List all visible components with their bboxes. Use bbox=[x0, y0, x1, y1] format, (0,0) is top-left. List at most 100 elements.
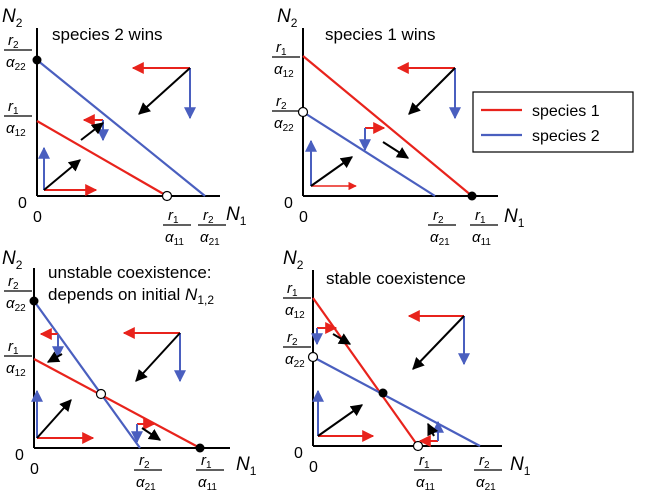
n1-axis-label: N1 bbox=[504, 206, 525, 230]
origin-y-label: 0 bbox=[294, 445, 303, 462]
panel-title: species 2 wins bbox=[52, 25, 163, 44]
n1-axis-label: N1 bbox=[236, 454, 257, 478]
species-2-isocline bbox=[36, 59, 206, 197]
vector-between-isoclines bbox=[80, 114, 109, 142]
intercept-r1-over-a11: r1 α11 bbox=[414, 452, 442, 492]
svg-text:r2: r2 bbox=[276, 93, 287, 112]
species-1-isocline bbox=[312, 297, 419, 447]
intercept-r1-over-a12: r1 α12 bbox=[4, 98, 32, 139]
intercept-r1-over-a12: r1 α12 bbox=[283, 280, 311, 321]
svg-text:α11: α11 bbox=[472, 229, 491, 248]
origin-x-label: 0 bbox=[30, 461, 39, 478]
svg-text:r2: r2 bbox=[139, 452, 150, 471]
stable-coexistence-point bbox=[378, 388, 388, 398]
n1-axis-label: N1 bbox=[510, 454, 531, 478]
origin-y-label: 0 bbox=[18, 195, 27, 212]
unstable-equilibrium-point bbox=[297, 106, 309, 118]
stable-equilibrium-point bbox=[467, 191, 477, 201]
intercept-r2-over-a22: r2 α22 bbox=[4, 273, 32, 314]
intercept-r1-over-a12: r1 α12 bbox=[272, 39, 300, 80]
panel-stable-coexistence: N2 N1 0 0 stable coexistence r1 α12 r2 α… bbox=[283, 248, 531, 492]
vector-upper-right bbox=[122, 327, 186, 383]
origin-y-label: 0 bbox=[284, 195, 293, 212]
svg-text:α12: α12 bbox=[285, 302, 305, 321]
stable-equilibrium-point-n2 bbox=[29, 296, 39, 306]
svg-text:α12: α12 bbox=[6, 360, 26, 379]
intercept-r1-over-a12: r1 α12 bbox=[4, 338, 32, 379]
vector-near-origin bbox=[31, 389, 95, 444]
vector-upper-between bbox=[311, 322, 352, 346]
vector-upper-right bbox=[407, 310, 470, 370]
svg-text:α21: α21 bbox=[200, 229, 220, 248]
panel-title: species 1 wins bbox=[325, 25, 436, 44]
species-1-isocline bbox=[36, 120, 168, 197]
vector-upper-between bbox=[39, 328, 64, 363]
svg-text:α22: α22 bbox=[6, 54, 26, 73]
svg-text:α21: α21 bbox=[136, 474, 156, 492]
svg-text:r2: r2 bbox=[8, 273, 19, 292]
intercept-r2-over-a21: r2 α21 bbox=[134, 452, 162, 492]
svg-text:α11: α11 bbox=[198, 474, 217, 492]
svg-text:α11: α11 bbox=[165, 229, 184, 248]
svg-text:α11: α11 bbox=[416, 474, 435, 492]
n2-axis-label: N2 bbox=[277, 6, 298, 30]
svg-text:r1: r1 bbox=[8, 98, 19, 117]
intercept-r2-over-a22: r2 α22 bbox=[283, 329, 311, 370]
species-2-isocline bbox=[33, 300, 141, 449]
unstable-equilibrium-point-n1 bbox=[412, 440, 424, 452]
origin-x-label: 0 bbox=[309, 459, 318, 476]
svg-text:r1: r1 bbox=[475, 207, 486, 226]
unstable-coexistence-point bbox=[95, 388, 107, 400]
svg-text:r1: r1 bbox=[168, 207, 179, 226]
legend-label-species-1: species 1 bbox=[532, 103, 600, 120]
panel-unstable-coexistence: N2 N1 0 0 unstable coexistence: depends … bbox=[2, 248, 257, 492]
vector-lower-between bbox=[131, 418, 161, 444]
species-1-isocline bbox=[302, 55, 473, 197]
svg-text:r1: r1 bbox=[276, 39, 287, 58]
species-2-isocline bbox=[312, 356, 481, 447]
vector-upper-right bbox=[131, 62, 196, 120]
vector-near-origin bbox=[312, 389, 375, 442]
unstable-equilibrium-point bbox=[161, 190, 173, 202]
panel-title-line-1: unstable coexistence: bbox=[48, 263, 212, 282]
legend-box bbox=[472, 91, 634, 153]
vector-near-origin bbox=[305, 139, 357, 191]
intercept-r1-over-a11: r1 α11 bbox=[163, 207, 191, 248]
intercept-r2-over-a21: r2 α21 bbox=[474, 452, 502, 492]
svg-text:α12: α12 bbox=[6, 120, 26, 139]
legend: species 1 species 2 bbox=[472, 91, 634, 153]
svg-text:r2: r2 bbox=[8, 32, 19, 51]
svg-text:r1: r1 bbox=[8, 338, 19, 357]
panel-species-1-wins: N2 N1 0 0 species 1 wins r1 α12 r2 α22 r… bbox=[272, 6, 525, 248]
intercept-r2-over-a22: r2 α22 bbox=[272, 93, 300, 134]
origin-y-label: 0 bbox=[15, 447, 24, 464]
svg-text:r2: r2 bbox=[479, 452, 490, 471]
svg-text:r1: r1 bbox=[287, 280, 298, 299]
svg-text:r2: r2 bbox=[433, 207, 444, 226]
svg-text:α22: α22 bbox=[6, 295, 26, 314]
panel-title: stable coexistence bbox=[326, 269, 466, 288]
origin-x-label: 0 bbox=[33, 209, 42, 226]
svg-text:r2: r2 bbox=[203, 207, 214, 226]
vector-between-isoclines bbox=[359, 122, 410, 159]
vector-lower-between bbox=[418, 420, 444, 447]
species-1-isocline bbox=[33, 358, 201, 449]
legend-label-species-2: species 2 bbox=[532, 128, 600, 145]
svg-text:α21: α21 bbox=[476, 474, 496, 492]
intercept-r2-over-a22: r2 α22 bbox=[4, 32, 32, 73]
intercept-r1-over-a11: r1 α11 bbox=[470, 207, 498, 248]
n1-axis-label: N1 bbox=[226, 204, 247, 228]
n2-axis-label: N2 bbox=[2, 248, 23, 272]
intercept-r2-over-a21: r2 α21 bbox=[428, 207, 456, 248]
intercept-r2-over-a21: r2 α21 bbox=[198, 207, 226, 248]
svg-text:α22: α22 bbox=[285, 351, 305, 370]
svg-text:α21: α21 bbox=[430, 229, 450, 248]
species-2-isocline bbox=[302, 111, 436, 197]
panel-species-2-wins: N2 N1 0 0 species 2 wins r2 α22 r1 α12 r… bbox=[2, 6, 247, 248]
svg-text:r1: r1 bbox=[419, 452, 430, 471]
stable-equilibrium-point-n1 bbox=[195, 443, 205, 453]
svg-text:r2: r2 bbox=[287, 329, 298, 348]
intercept-r1-over-a11: r1 α11 bbox=[196, 452, 224, 492]
svg-text:α12: α12 bbox=[274, 61, 294, 80]
